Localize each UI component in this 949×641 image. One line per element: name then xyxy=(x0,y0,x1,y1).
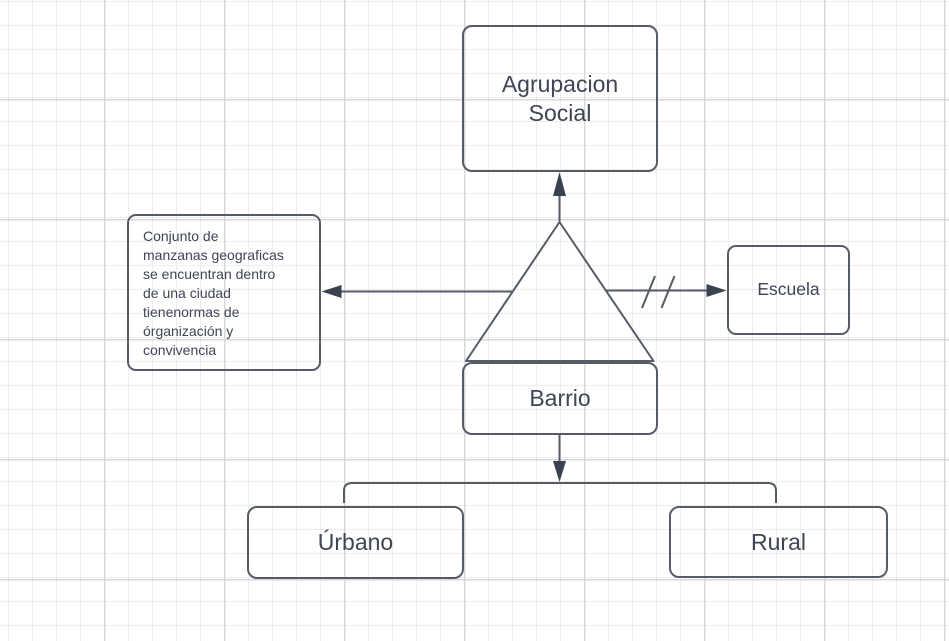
edge-barrio-escuela[interactable] xyxy=(605,275,727,309)
edge-barrio-agrupacion[interactable] xyxy=(553,172,566,222)
node-rural-label: Rural xyxy=(751,528,806,555)
node-rural[interactable]: Rural xyxy=(669,506,888,578)
arrowhead-right-icon xyxy=(706,284,727,297)
edge-barrio-children[interactable] xyxy=(343,435,777,503)
node-urbano-label: Úrbano xyxy=(317,529,394,556)
node-descripcion[interactable]: Conjunto de manzanas geograficas se encu… xyxy=(127,214,321,371)
node-escuela-label: Escuela xyxy=(757,279,820,300)
node-urbano[interactable]: Úrbano xyxy=(247,506,464,579)
edge-barrio-descripcion[interactable] xyxy=(321,285,514,298)
node-barrio-label: Barrio xyxy=(529,385,591,412)
node-agrupacion-social-label: Agrupacion Social xyxy=(501,70,619,126)
double-slash-marks-icon xyxy=(641,275,676,309)
node-escuela[interactable]: Escuela xyxy=(727,245,850,335)
node-agrupacion-social[interactable]: Agrupacion Social xyxy=(462,25,658,172)
triangle-shape[interactable] xyxy=(465,221,655,362)
branch-bracket xyxy=(343,482,777,503)
arrowhead-left-icon xyxy=(321,285,342,298)
arrowhead-down-icon xyxy=(553,461,566,482)
node-descripcion-label: Conjunto de manzanas geograficas se encu… xyxy=(143,228,284,358)
node-barrio[interactable]: Barrio xyxy=(462,362,658,435)
arrowhead-up-icon xyxy=(553,172,566,196)
